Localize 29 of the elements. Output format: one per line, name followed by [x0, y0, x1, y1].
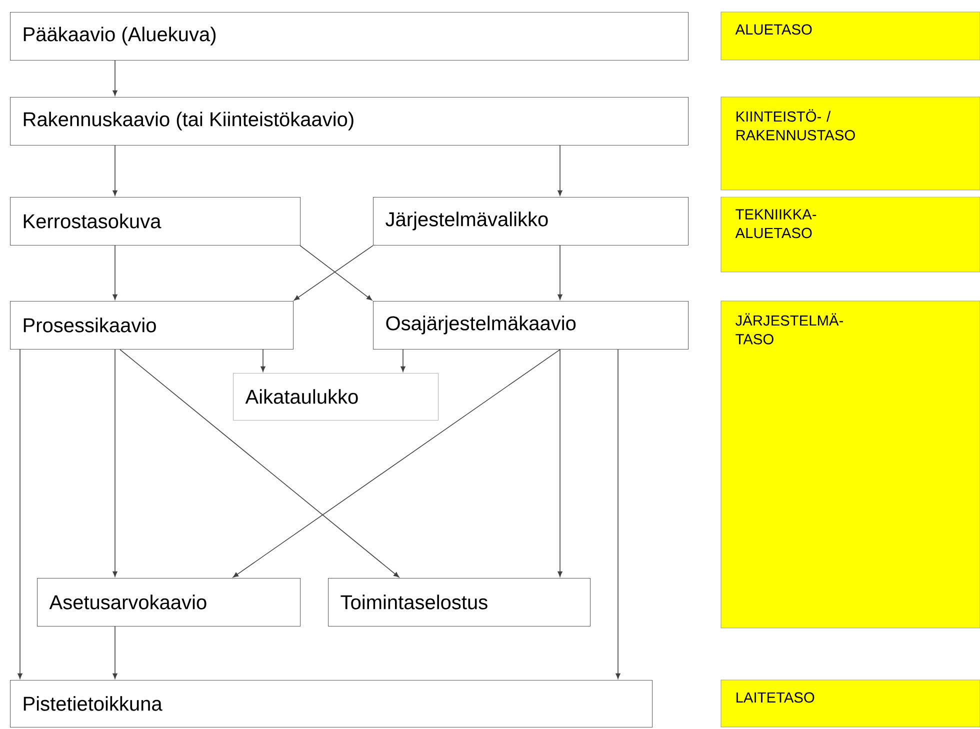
level-box: TEKNIIKKA- ALUETASO — [720, 196, 980, 272]
arrow — [558, 245, 562, 300]
diagram-box: Aikataulukko — [233, 373, 439, 421]
arrow — [112, 145, 118, 196]
diagram-box: Järjestelmävalikko — [373, 197, 689, 246]
level-box: LAITETASO — [720, 680, 980, 728]
arrow — [558, 349, 562, 577]
arrow — [260, 349, 266, 372]
diagram-box: Pääkaavio (Aluekuva) — [10, 12, 689, 61]
level-box: KIINTEISTÖ- / RAKENNUSTASO — [720, 96, 980, 190]
diagram-box: Prosessikaavio — [10, 301, 294, 350]
arrow — [112, 245, 118, 300]
diagram-box: Pistetietoikkuna — [10, 680, 653, 728]
diagram-box: Rakennuskaavio (tai Kiinteistökaavio) — [10, 97, 689, 146]
arrow — [112, 60, 118, 96]
arrow — [120, 349, 400, 578]
diagram-box: Kerrostasokuva — [10, 197, 301, 246]
arrow — [112, 349, 118, 577]
diagram-box: Osajärjestelmäkaavio — [373, 301, 689, 350]
diagram-box: Asetusarvokaavio — [37, 578, 301, 627]
arrow — [400, 349, 406, 372]
arrow — [616, 349, 620, 679]
arrow — [18, 349, 22, 679]
level-box: JÄRJESTELMÄ- TASO — [720, 300, 980, 628]
level-box: ALUETASO — [720, 12, 980, 60]
arrow — [558, 145, 562, 196]
arrow — [232, 349, 560, 578]
arrow — [112, 626, 118, 679]
diagram-box: Toimintaselostus — [328, 578, 591, 627]
